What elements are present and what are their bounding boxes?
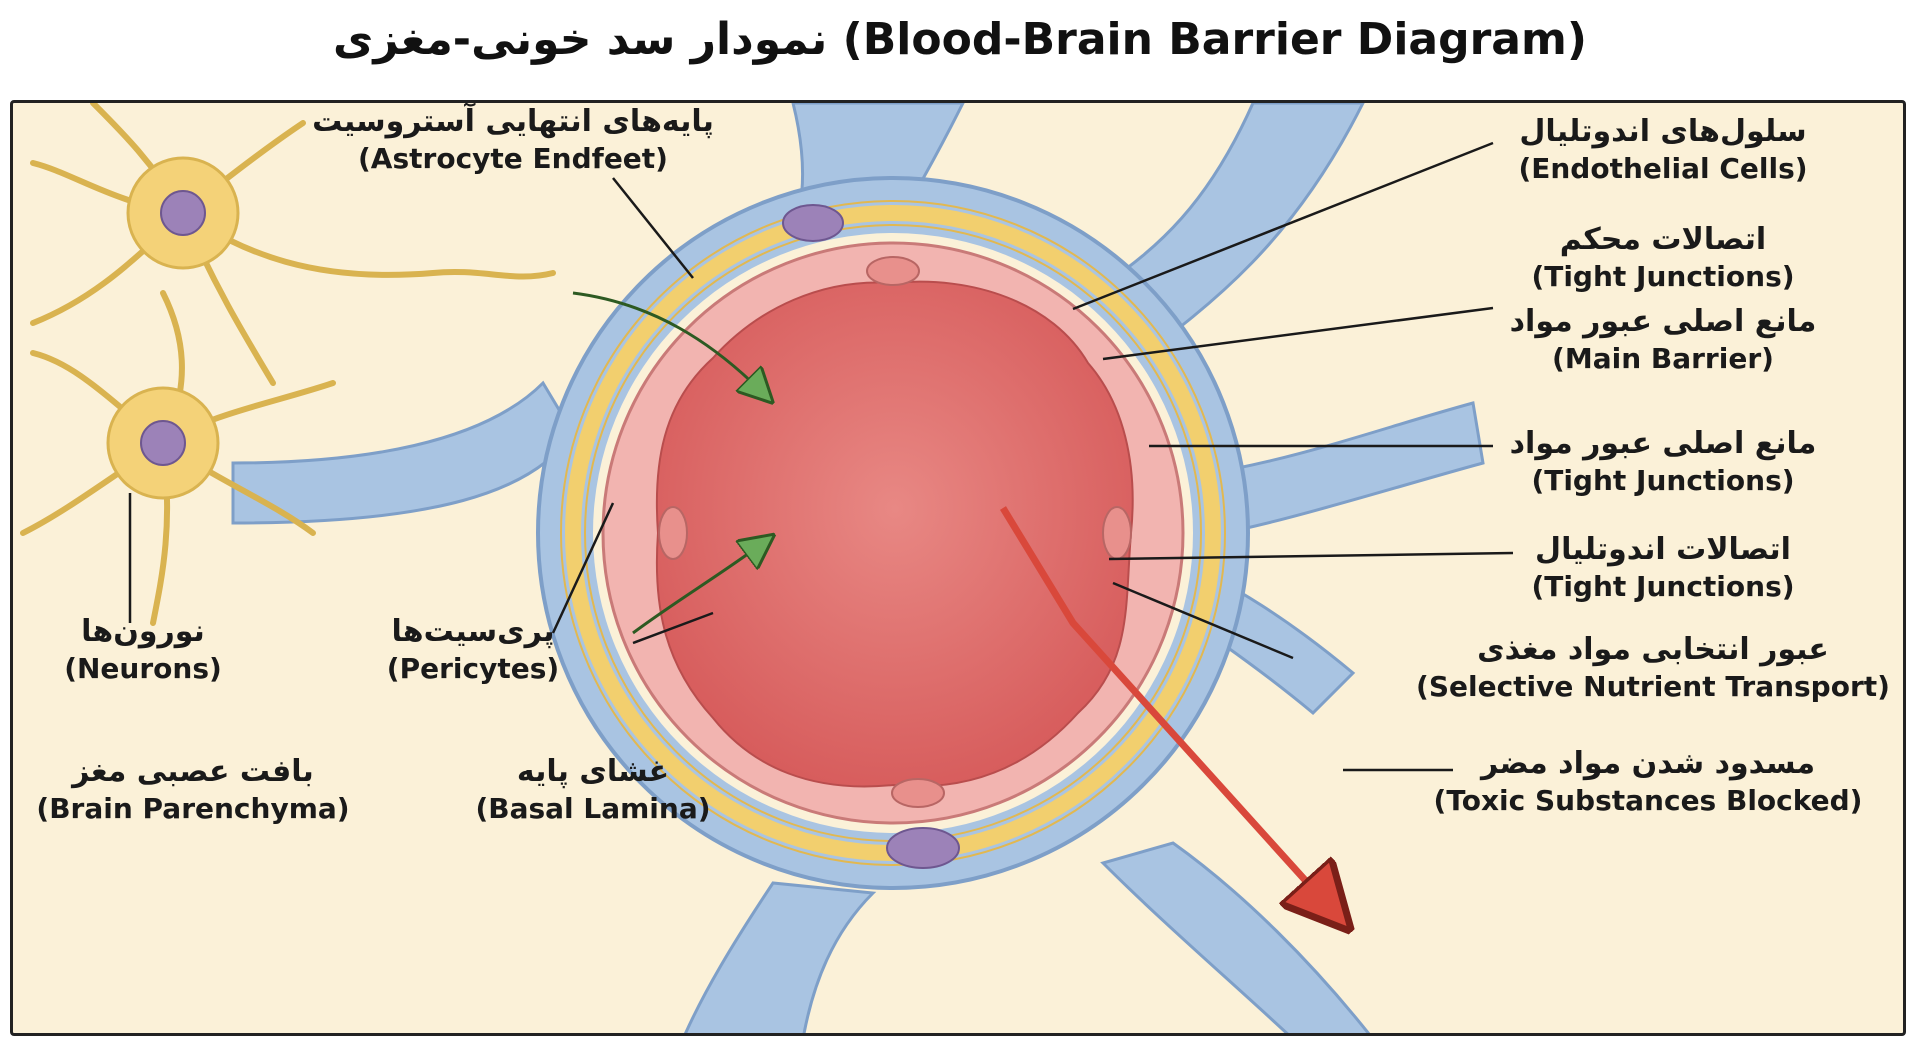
label-leaders (128, 141, 1514, 772)
tight-junctions-2-en: (Tight Junctions) (1531, 463, 1795, 497)
nutrient-transport-label: عبور انتخابی مواد مغذی (Selective Nutrie… (1403, 631, 1903, 704)
basal-lamina-fa: غشای پایه (516, 754, 670, 789)
brain-parenchyma-fa: بافت عصبی مغز (72, 754, 314, 789)
bbb-illustration (20, 103, 1514, 1033)
astrocyte-endfeet-label: پایه‌های انتهایی آستروسیت (Astrocyte End… (293, 103, 733, 176)
tight-junctions-2-fa: مانع اصلی عبور مواد (1509, 426, 1817, 461)
diagram-frame: پایه‌های انتهایی آستروسیت (Astrocyte End… (10, 100, 1906, 1036)
vessel-lumen (655, 280, 1134, 788)
endothelial-nuclei (658, 256, 1132, 808)
toxic-blocked-en: (Toxic Substances Blocked) (1433, 783, 1863, 817)
brain-parenchyma-en: (Brain Parenchyma) (36, 791, 350, 825)
neurons-label: نورون‌ها (Neurons) (43, 613, 243, 686)
tight-junctions-3-fa: اتصالات اندوتلیال (1535, 532, 1791, 567)
toxic-blocked-fa: مسدود شدن مواد مضر (1480, 746, 1816, 781)
page-title: نمودار سد خونی-مغزی (Blood-Brain Barrier… (333, 14, 1587, 65)
neurons-fa: نورون‌ها (81, 614, 205, 649)
tight-junctions-label-3: اتصالات اندوتلیال (Tight Junctions) (1473, 531, 1853, 604)
endothelial-cells-label: سلول‌های اندوتلیال (Endothelial Cells) (1473, 113, 1853, 186)
endothelial-cells-en: (Endothelial Cells) (1518, 151, 1808, 185)
pericytes-label: پری‌سیت‌ها (Pericytes) (353, 613, 593, 686)
brain-parenchyma-label: بافت عصبی مغز (Brain Parenchyma) (33, 753, 353, 826)
tight-junctions-label-1: اتصالات محکم (Tight Junctions) (1473, 221, 1853, 294)
nutrient-arrow-1 (572, 291, 763, 393)
tight-junctions-1-fa: اتصالات محکم (1559, 222, 1767, 257)
tight-junctions-1-en: (Tight Junctions) (1531, 259, 1795, 293)
main-barrier-en: (Main Barrier) (1552, 341, 1774, 375)
pericyte-nuclei (782, 204, 960, 869)
nutrient-transport-fa: عبور انتخابی مواد مغذی (1477, 632, 1829, 667)
neuron-nuclei (140, 190, 206, 466)
main-barrier-label: مانع اصلی عبور مواد (Main Barrier) (1473, 303, 1853, 376)
tight-junctions-3-en: (Tight Junctions) (1531, 569, 1795, 603)
astrocyte-endfeet-fa: پایه‌های انتهایی آستروسیت (312, 104, 714, 139)
main-barrier-fa: مانع اصلی عبور مواد (1509, 304, 1817, 339)
astrocyte-endfeet-en: (Astrocyte Endfeet) (358, 141, 668, 175)
nutrient-arrow-2 (632, 543, 763, 635)
basal-lamina-en: (Basal Lamina) (475, 791, 711, 825)
basal-lamina-label: غشای پایه (Basal Lamina) (443, 753, 743, 826)
pericytes-fa: پری‌سیت‌ها (391, 614, 555, 649)
toxic-blocked-label: مسدود شدن مواد مضر (Toxic Substances Blo… (1413, 745, 1883, 818)
neuron-cells (20, 103, 556, 626)
toxic-arrow (1000, 506, 1333, 911)
neurons-en: (Neurons) (64, 651, 222, 685)
nutrient-transport-en: (Selective Nutrient Transport) (1416, 669, 1890, 703)
tight-junctions-label-2: مانع اصلی عبور مواد (Tight Junctions) (1473, 425, 1853, 498)
pericytes-en: (Pericytes) (386, 651, 560, 685)
endothelial-cells-fa: سلول‌های اندوتلیال (1519, 114, 1807, 149)
